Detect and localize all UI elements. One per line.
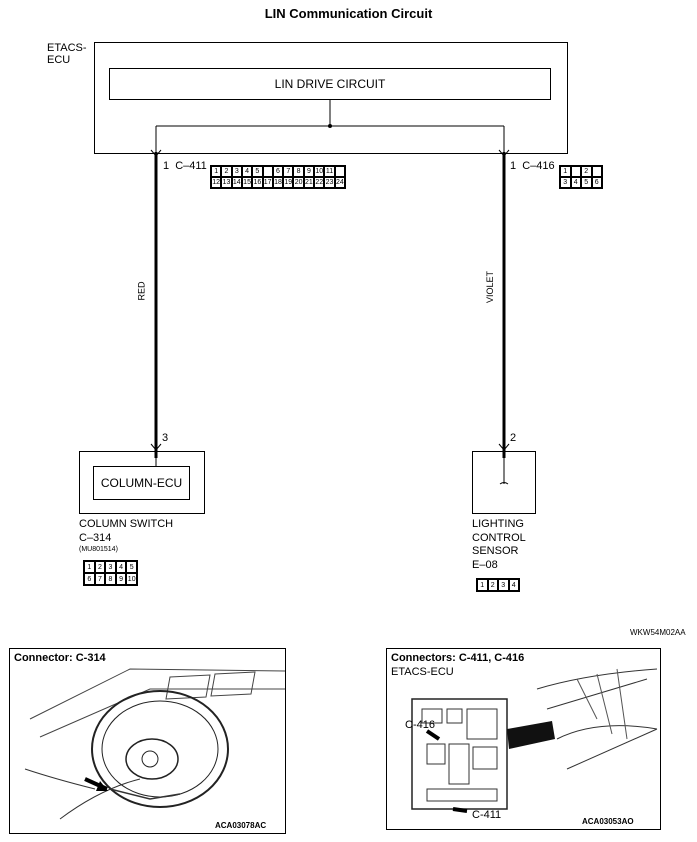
column-switch-box <box>79 451 205 514</box>
c416-pin <box>570 166 581 177</box>
sensor-name-2: CONTROL <box>472 532 526 544</box>
c314-pin: 2 <box>94 561 106 573</box>
c314-pin: 5 <box>126 561 137 573</box>
c416-pin: 4 <box>570 177 581 188</box>
photo-c411-code: ACA03053AO <box>582 817 634 826</box>
c411-pin: 18 <box>272 177 284 188</box>
c411-pin: 12 <box>211 177 222 188</box>
c411-pin-number: 1 <box>163 160 170 172</box>
c411-pin: 16 <box>252 177 263 188</box>
etacs-ecu-illustration <box>411 668 658 813</box>
page-title: LIN Communication Circuit <box>264 6 433 21</box>
c411-pin: 1 <box>211 166 222 177</box>
column-switch-name: COLUMN SWITCH <box>79 518 174 530</box>
etacs-label-1: ETACS- <box>47 42 87 54</box>
column-part-number: (MU801514) <box>79 546 118 553</box>
c416-pin: 3 <box>560 177 571 188</box>
callout-c411: C-411 <box>472 809 502 821</box>
sensor-box <box>472 451 536 514</box>
c411-pin: 7 <box>283 166 294 177</box>
c411-pin: 20 <box>293 177 304 188</box>
c314-pin: 1 <box>84 561 95 573</box>
c411-pin: 5 <box>252 166 263 177</box>
c411-pin: 14 <box>231 177 242 188</box>
c411-pin: 13 <box>221 177 232 188</box>
sensor-name-1: LIGHTING <box>472 518 524 530</box>
column-pin-number: 3 <box>162 432 169 444</box>
e08-pin: 4 <box>508 579 519 591</box>
c411-pin: 8 <box>293 166 304 177</box>
c411-pin: 21 <box>303 177 315 188</box>
photo-panel-c314: Connector: C-314 ACA03078AC <box>9 648 286 834</box>
c416-connector-name: C–416 <box>522 160 555 172</box>
c411-pin: 2 <box>221 166 232 177</box>
violet-wire-label: VIOLET <box>485 270 496 304</box>
photo-panel-c411-c416: Connectors: C-411, C-416 ETACS-ECU C-416… <box>386 648 661 830</box>
etacs-ecu-box <box>94 42 568 154</box>
c416-pin <box>591 166 602 177</box>
c411-pin: 15 <box>241 177 253 188</box>
c411-pin: 24 <box>334 177 345 188</box>
sensor-name-3: SENSOR <box>472 545 519 557</box>
e08-pin: 1 <box>477 579 488 591</box>
lin-drive-circuit-box <box>109 68 551 100</box>
c416-pin-number: 1 <box>510 160 517 172</box>
diagram-code: WKW54M02AA <box>630 628 686 637</box>
c411-connector-name: C–411 <box>175 160 207 172</box>
c314-pin: 9 <box>115 573 127 585</box>
c314-pin: 8 <box>105 573 116 585</box>
c416-pin: 2 <box>581 166 592 177</box>
e08-pin: 3 <box>498 579 509 591</box>
c411-pin: 6 <box>272 166 284 177</box>
c314-pin: 4 <box>115 561 127 573</box>
red-wire-label: RED <box>136 281 147 301</box>
photo-c314-title: Connector: C-314 <box>14 652 106 664</box>
c411-pin: 4 <box>241 166 253 177</box>
c411-pin: 23 <box>324 177 335 188</box>
c314-pin: 3 <box>105 561 116 573</box>
photo-c411-subtitle: ETACS-ECU <box>391 666 454 678</box>
e08-pin: 2 <box>487 579 498 591</box>
c416-pin: 1 <box>560 166 571 177</box>
c411-pin: 19 <box>283 177 294 188</box>
c416-pin: 5 <box>581 177 592 188</box>
lin-drive-circuit-label: LIN DRIVE CIRCUIT <box>274 77 386 91</box>
photo-c314-code: ACA03078AC <box>215 821 267 830</box>
c411-pin: 17 <box>262 177 273 188</box>
c314-pin: 7 <box>94 573 106 585</box>
c411-pin: 3 <box>231 166 242 177</box>
c411-pin <box>334 166 345 177</box>
c411-pin: 10 <box>314 166 325 177</box>
etacs-label-2: ECU <box>47 54 71 66</box>
photo-c411-title: Connectors: C-411, C-416 <box>391 652 525 664</box>
column-ecu-box <box>93 466 190 500</box>
c314-pin: 6 <box>84 573 95 585</box>
steering-wheel-illustration <box>24 668 286 820</box>
callout-c416: C-416 <box>405 719 435 731</box>
c416-pin-label: 1 C–416 <box>510 160 555 172</box>
sensor-connector-name: E–08 <box>472 559 498 571</box>
c411-pin <box>262 166 273 177</box>
sensor-pin-number: 2 <box>510 432 517 444</box>
c411-pin-label: 1 C–411 <box>163 160 207 172</box>
column-connector-name: C–314 <box>79 532 112 544</box>
c416-pin: 6 <box>591 177 602 188</box>
column-ecu-label: COLUMN-ECU <box>100 476 183 490</box>
c411-pin: 9 <box>303 166 315 177</box>
c314-pin: 10 <box>126 573 137 585</box>
c411-pin: 11 <box>324 166 335 177</box>
c411-pin: 22 <box>314 177 325 188</box>
